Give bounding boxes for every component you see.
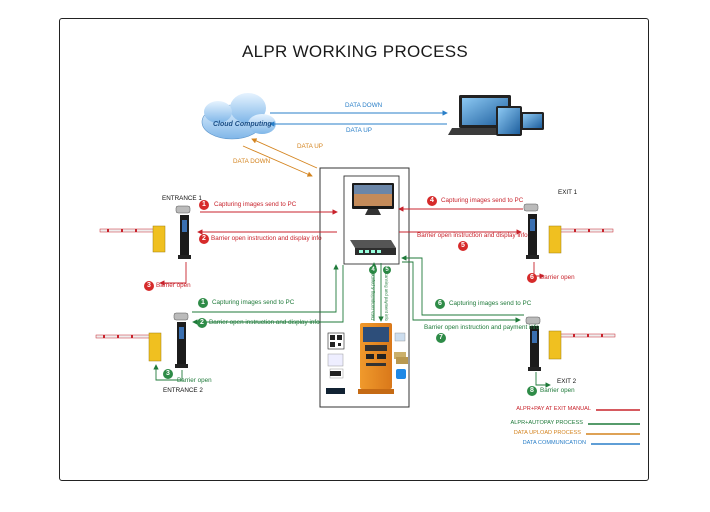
cloud-icon [201, 93, 276, 140]
legend-label-red: ALPR+PAY AT EXIT MANUAL [516, 406, 591, 412]
legend-label-green: ALPR+AUTOPAY PROCESS [510, 420, 584, 426]
step-8-green-badge: 8 [527, 386, 537, 396]
qr-code-icon [327, 332, 345, 350]
step-1-green-label: Capturing images send to PC [212, 299, 295, 306]
step-5-red-label: Barrier open instruction and display inf… [417, 232, 528, 239]
receipt-icon [326, 353, 345, 394]
entrance1-label: ENTRANCE 1 [162, 195, 202, 202]
step-2-green-label: Barrier open instruction and display inf… [209, 319, 320, 326]
network-switch-icon [350, 240, 396, 255]
entrance1-barrier-icon [99, 225, 166, 253]
step-5-red-badge: 5 [458, 241, 468, 251]
step-5-green-label: Scanning and payment info [384, 270, 390, 321]
step-3-green-badge: 3 [163, 369, 173, 379]
diagram-title: ALPR WORKING PROCESS [241, 42, 469, 61]
step-4-green-label: Data computing & payment [369, 269, 375, 321]
devices-icon [448, 95, 544, 136]
exit1-camera-icon [523, 203, 539, 259]
step-2-red-label: Barrier open instruction and display inf… [211, 235, 322, 242]
step-2-red-badge: 2 [199, 234, 209, 244]
step-6-red-badge: 6 [527, 273, 537, 283]
step-7-green-badge: 7 [436, 333, 446, 343]
step-1-green-badge: 1 [198, 298, 208, 308]
cloud-label: Cloud Computing [213, 121, 272, 128]
step-1-red-label: Capturing images send to PC [214, 201, 297, 208]
payment-kiosk-icon [358, 323, 394, 394]
exit2-camera-icon [525, 316, 541, 371]
banknote-icon [394, 332, 408, 379]
step-4-red-label: Capturing images send to PC [441, 197, 524, 204]
step-7-green-label: Barrier open instruction and payment inf… [424, 324, 540, 331]
step-2-green-badge: 2 [197, 318, 207, 328]
pc-monitor-icon [352, 183, 394, 215]
data-down-orange-label: DATA DOWN [233, 158, 271, 165]
step-3-green-label: Barrier open [177, 377, 212, 384]
step-4-green-badge: 4 [369, 266, 377, 274]
step-6-red-label: Barrier open [540, 274, 575, 281]
data-down-label: DATA DOWN [345, 102, 383, 109]
step-3-red-badge: 3 [144, 281, 154, 291]
exit1-label: EXIT 1 [558, 189, 578, 196]
legend-label-orange: DATA UPLOAD PROCESS [513, 430, 581, 436]
data-up-label: DATA UP [346, 127, 373, 134]
step-8-green-label: Barrier open [540, 387, 575, 394]
step-3-red-label: Barrier open [156, 282, 191, 289]
entrance2-camera-icon [173, 312, 189, 368]
exit1-barrier-icon [548, 225, 614, 254]
entrance1-camera-icon [175, 205, 191, 259]
entrance2-label: ENTRANCE 2 [163, 387, 203, 394]
data-up-orange-label: DATA UP [297, 143, 324, 150]
step-4-red-badge: 4 [427, 196, 437, 206]
exit2-barrier-icon [548, 330, 616, 360]
exit2-label: EXIT 2 [557, 378, 577, 385]
legend-label-blue: DATA COMMUNICATION [522, 440, 586, 446]
entrance2-barrier-icon [95, 332, 162, 362]
step-6-green-badge: 6 [435, 299, 445, 309]
step-5-green-badge: 5 [383, 266, 391, 274]
step-6-green-label: Capturing images send to PC [449, 300, 532, 307]
step-1-red-badge: 1 [199, 200, 209, 210]
